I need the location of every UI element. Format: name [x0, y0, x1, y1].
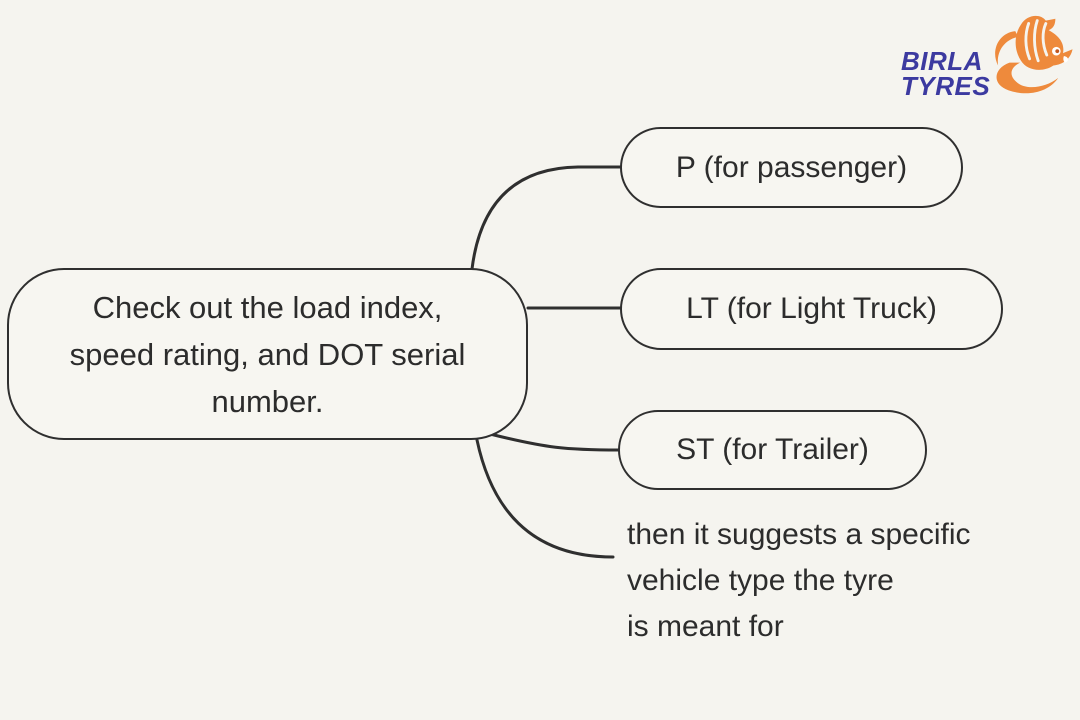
note-line: is meant for	[627, 610, 784, 643]
branch-node-light-truck: LT (for Light Truck)	[620, 268, 1003, 350]
branch-node-label: P (for passenger)	[675, 150, 908, 184]
root-node-line: number.	[211, 383, 324, 419]
note-line: then it suggests a specific	[627, 518, 971, 551]
brand-wordmark-line: TYRES	[901, 71, 991, 101]
note-text: then it suggests a specific vehicle type…	[627, 512, 971, 650]
branch-node-label: ST (for Trailer)	[676, 433, 869, 466]
branch-node-trailer: ST (for Trailer)	[618, 410, 927, 490]
tiger-icon	[995, 15, 1073, 94]
brand-wordmark: BIRLA TYRES	[901, 46, 991, 101]
root-node-line: speed rating, and DOT serial	[69, 336, 466, 372]
connector-root-to-st	[488, 432, 621, 452]
connector-root-to-note	[475, 438, 615, 559]
root-node: Check out the load index, speed rating, …	[7, 268, 528, 440]
branch-node-label: LT (for Light Truck)	[686, 292, 937, 325]
brand-wordmark-line: BIRLA	[901, 46, 983, 76]
branch-node-passenger: P (for passenger)	[620, 127, 963, 208]
connector-root-to-p	[470, 165, 623, 271]
root-node-line: Check out the load index,	[92, 289, 443, 325]
note-line: vehicle type the tyre	[627, 564, 894, 597]
